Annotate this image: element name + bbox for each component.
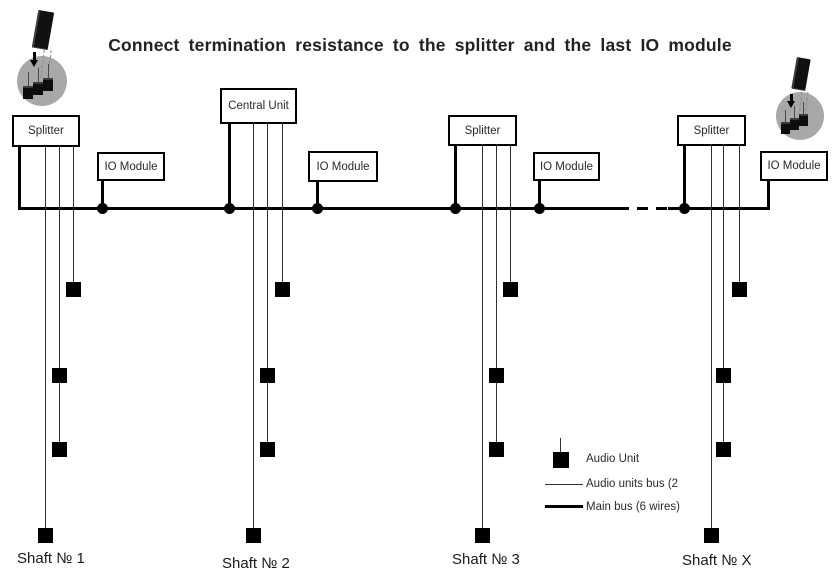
- legend-audio-bus-label: Audio units bus (2: [586, 478, 679, 490]
- audio-unit-square: [52, 368, 67, 383]
- shaft-3-label: Shaft № 3: [452, 551, 520, 568]
- main-bus-dashed-segment: [618, 207, 670, 210]
- down-arrow-icon: [790, 94, 793, 101]
- junction-dot: [534, 203, 545, 214]
- audio-units-bus-line: [59, 146, 60, 368]
- junction-dot: [224, 203, 235, 214]
- audio-units-bus-line: [711, 144, 712, 528]
- resistor-component: [791, 57, 811, 91]
- audio-units-bus-line: [496, 144, 497, 368]
- audio-units-bus-line: [282, 122, 283, 282]
- splitter-1-bus-drop: [18, 145, 21, 210]
- audio-unit-square: [732, 282, 747, 297]
- legend-main-bus-line-sample: [545, 505, 583, 508]
- connector-block: [33, 82, 43, 95]
- connector-pin: [785, 110, 786, 124]
- down-arrow-icon: [30, 60, 38, 67]
- legend-audio-unit-label: Audio Unit: [586, 453, 640, 465]
- io-module-x-box: IO Module: [760, 151, 828, 181]
- termination-resistance-icon: [10, 8, 85, 110]
- diagram-title: Connect termination resistance to the sp…: [108, 35, 732, 55]
- audio-units-bus-line: [73, 146, 74, 282]
- main-bus-segment: [668, 207, 770, 210]
- audio-units-bus-line: [723, 144, 724, 368]
- shaft-1-label: Shaft № 1: [17, 550, 85, 567]
- termination-resistance-icon: [772, 57, 834, 150]
- shaft-x-label: Shaft № X: [682, 552, 752, 569]
- connector-pin: [28, 72, 29, 88]
- connector-pin: [48, 64, 49, 80]
- main-bus-riser-to-last-io-module: [767, 181, 770, 210]
- audio-units-bus-line: [45, 146, 46, 528]
- io-module-1-bus-drop: [101, 180, 104, 208]
- central-unit-box: Central Unit: [220, 88, 297, 124]
- splitter-x-box: Splitter: [677, 115, 746, 146]
- io-module-1-box: IO Module: [97, 152, 165, 181]
- splitter-3-bus-drop: [454, 144, 457, 208]
- audio-unit-square: [716, 368, 731, 383]
- audio-units-bus-line: [496, 383, 497, 442]
- audio-unit-square: [716, 442, 731, 457]
- audio-unit-square: [475, 528, 490, 543]
- connector-block: [781, 122, 790, 134]
- audio-units-bus-line: [267, 383, 268, 442]
- legend-audio-bus-line-sample: [545, 484, 583, 485]
- audio-unit-square: [704, 528, 719, 543]
- io-module-3-box: IO Module: [533, 152, 600, 181]
- audio-units-bus-line: [253, 122, 254, 528]
- junction-dot: [450, 203, 461, 214]
- legend-audio-unit-stub: [560, 438, 561, 452]
- connector-block: [43, 78, 53, 91]
- audio-units-bus-line: [482, 144, 483, 528]
- audio-unit-square: [260, 442, 275, 457]
- junction-dot: [312, 203, 323, 214]
- audio-unit-square: [260, 368, 275, 383]
- splitter-x-bus-drop: [683, 144, 686, 208]
- audio-unit-square: [489, 442, 504, 457]
- central-unit-bus-drop: [228, 122, 231, 208]
- legend-audio-unit-icon: [553, 452, 569, 468]
- legend-main-bus-label: Main bus (6 wires): [586, 501, 680, 513]
- audio-unit-square: [38, 528, 53, 543]
- junction-dot: [97, 203, 108, 214]
- splitter-1-box: Splitter: [12, 115, 80, 147]
- down-arrow-icon: [33, 52, 36, 60]
- audio-unit-square: [246, 528, 261, 543]
- splitter-3-box: Splitter: [448, 115, 517, 146]
- resistor-component: [31, 9, 55, 51]
- connector-pin: [38, 68, 39, 84]
- audio-units-bus-line: [723, 383, 724, 442]
- audio-units-bus-line: [739, 144, 740, 282]
- audio-unit-square: [489, 368, 504, 383]
- down-arrow-icon: [787, 101, 795, 108]
- audio-units-bus-line: [510, 144, 511, 282]
- audio-units-bus-line: [59, 383, 60, 442]
- audio-unit-square: [66, 282, 81, 297]
- junction-dot: [679, 203, 690, 214]
- connector-block: [790, 118, 799, 130]
- connector-pin: [803, 102, 804, 116]
- io-module-2-bus-drop: [316, 180, 319, 208]
- shaft-2-label: Shaft № 2: [222, 555, 290, 572]
- audio-unit-square: [52, 442, 67, 457]
- audio-units-bus-line: [267, 122, 268, 368]
- audio-unit-square: [503, 282, 518, 297]
- io-module-2-box: IO Module: [308, 151, 378, 182]
- connector-pin: [794, 106, 795, 120]
- io-module-3-bus-drop: [538, 179, 541, 208]
- connector-block: [23, 86, 33, 99]
- audio-unit-square: [275, 282, 290, 297]
- connector-block: [799, 114, 808, 126]
